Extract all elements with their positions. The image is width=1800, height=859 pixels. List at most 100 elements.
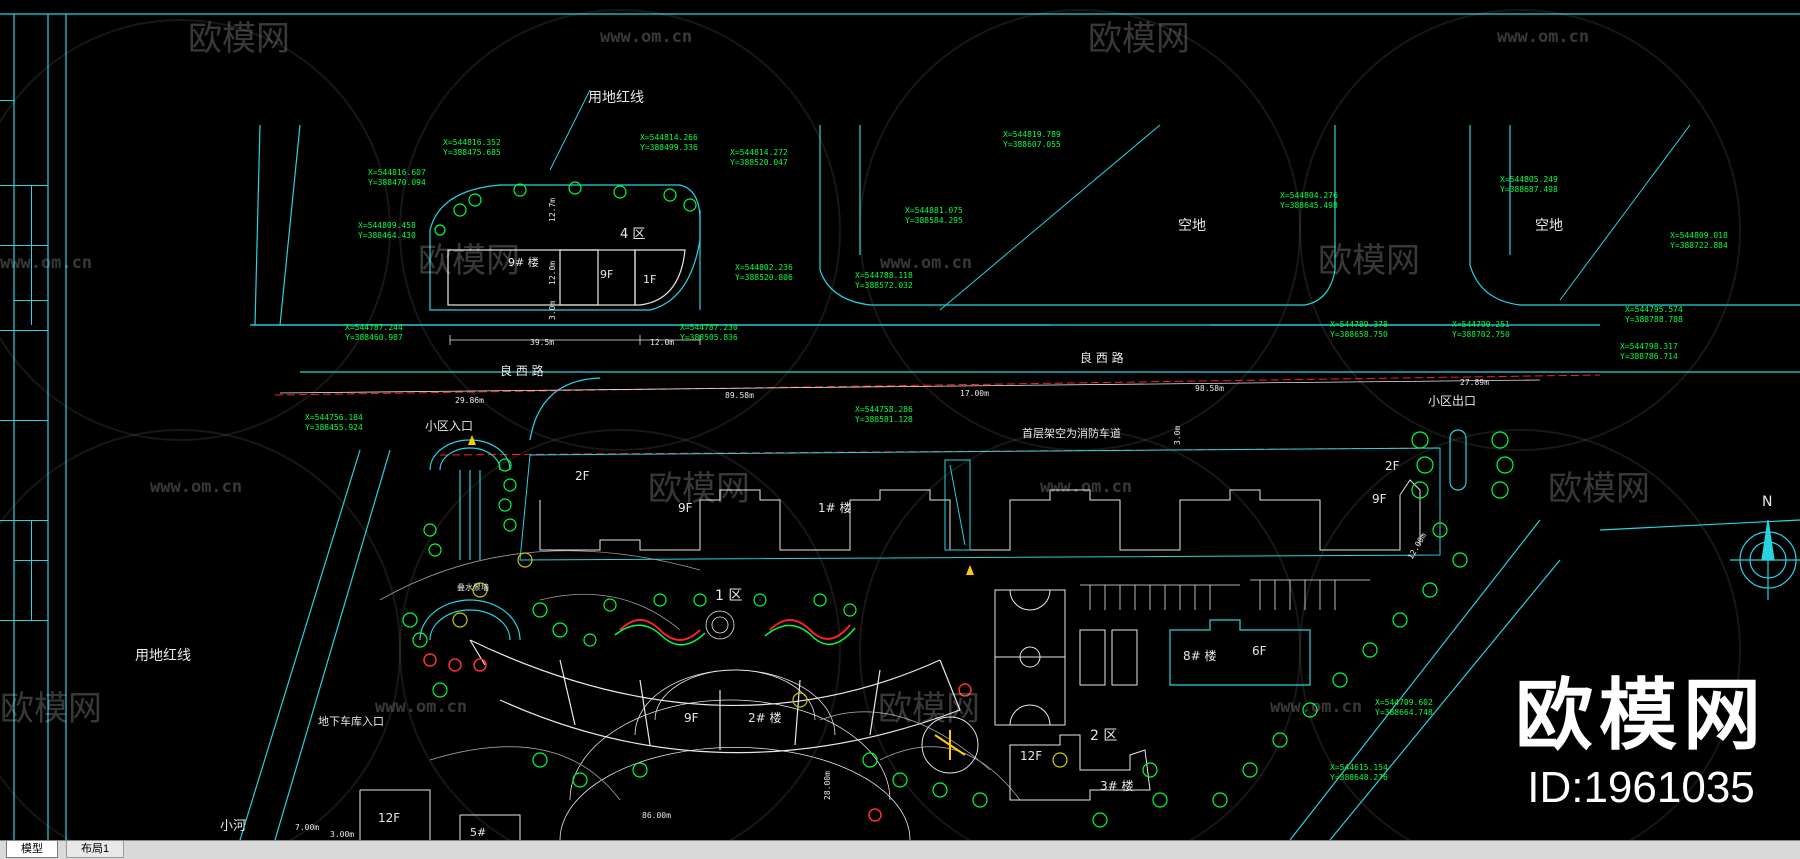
landscape-paths (379, 550, 1021, 801)
coord-label: X=544788.118 (855, 271, 913, 280)
floor-label: 12F (1020, 749, 1042, 763)
building-label: 5# (470, 826, 486, 839)
coord-label: X=544615.154 (1330, 763, 1388, 772)
coord-label: Y=388702.750 (1452, 330, 1510, 339)
label-red-line-top: 用地红线 (588, 90, 644, 106)
watermark-url: www.om.cn (880, 253, 972, 273)
label-zone-2: 2 区 (1090, 728, 1117, 744)
floor-label: 6F (1252, 644, 1267, 658)
coord-label: X=544709.602 (1375, 698, 1433, 707)
coord-label: Y=388607.055 (1003, 140, 1061, 149)
dimension-label: 12.7m (548, 198, 557, 222)
label-garage-entrance: 地下车库入口 (318, 714, 384, 728)
floor-label: 9F (600, 268, 613, 281)
label-entrance: 小区入口 (425, 419, 473, 433)
playground (921, 716, 979, 774)
label-zone-4: 4 区 (620, 227, 645, 242)
north-arrow-icon (1730, 519, 1800, 600)
dimension-label: 29.86m (455, 396, 484, 405)
coord-label: Y=388687.498 (1500, 185, 1558, 194)
watermark-logo-text: 欧模网 (878, 689, 980, 729)
parking-slots (1080, 579, 1370, 610)
dimension-label: 86.00m (642, 811, 671, 820)
watermark-logo-text: 欧模网 (1548, 469, 1650, 509)
coord-label: X=544787.230 (680, 323, 738, 332)
floor-label: 2F (575, 469, 590, 483)
floor-label: 1F (643, 273, 656, 286)
coord-label: X=544798.317 (1620, 342, 1678, 351)
coord-label: X=544758.286 (855, 405, 913, 414)
leader-lines (549, 89, 1691, 311)
coord-label: Y=388464.430 (358, 231, 416, 240)
watermark-logo-text: 欧模网 (418, 241, 520, 281)
dimension-label: 28.00m (823, 771, 832, 800)
coord-label: X=544787.244 (345, 323, 403, 332)
watermark-url: www.om.cn (1497, 27, 1589, 47)
watermark-url: www.om.cn (150, 477, 242, 497)
label-red-line-left: 用地红线 (135, 648, 191, 664)
roads (239, 124, 1800, 840)
building-label: 1# 楼 (818, 500, 852, 515)
coord-label: Y=388645.498 (1280, 201, 1338, 210)
watermark-logo-text: 欧模网 (0, 689, 102, 729)
tab-layout1[interactable]: 布局1 (66, 841, 125, 858)
watermark-logo-text: 欧模网 (1088, 19, 1190, 59)
building-label: 9# 楼 (508, 255, 539, 269)
serpentine-beds (619, 619, 851, 641)
building-5 (359, 789, 521, 840)
dimension-label: 3.0m (1173, 426, 1182, 445)
coord-label: Y=388520.047 (730, 158, 788, 167)
label-empty-land-1: 空地 (1178, 218, 1206, 234)
trees-red (423, 653, 972, 822)
central-plaza-arcs (559, 610, 911, 840)
dimension-label: 7.00m (295, 823, 319, 832)
coord-label: Y=388470.094 (368, 178, 426, 187)
coord-label: Y=388584.295 (905, 216, 963, 225)
coord-label: Y=388572.032 (855, 281, 913, 290)
coord-label: Y=388664.748 (1375, 708, 1433, 717)
building-label: 2# 楼 (748, 710, 782, 725)
floor-label: 2F (1385, 459, 1400, 473)
building-8 (1169, 619, 1311, 686)
watermark-logos: 欧模网 欧模网 欧模网 欧模网 欧模网 欧模网 欧模网 欧模网 www.om.c… (0, 19, 1650, 729)
coord-label: X=544804.276 (1280, 191, 1338, 200)
exit-island (1449, 429, 1467, 491)
floor-label: 9F (1372, 492, 1387, 506)
coord-label: X=544881.075 (905, 206, 963, 215)
tab-model[interactable]: 模型 (6, 841, 58, 858)
coord-label: Y=388499.336 (640, 143, 698, 152)
coord-label: Y=388786.714 (1620, 352, 1678, 361)
coord-label: Y=388722.884 (1670, 241, 1728, 250)
label-road-main: 良 西 路 (1080, 350, 1124, 365)
coord-label: X=544814.266 (640, 133, 698, 142)
watermark-url: www.om.cn (1270, 697, 1362, 717)
dimension-label: 3.00m (330, 830, 354, 839)
coord-label: X=544802.236 (735, 263, 793, 272)
dimension-label: 17.00m (960, 389, 989, 398)
trees (402, 181, 1514, 828)
floor-label: 12F (378, 811, 400, 825)
coord-label: X=544814.272 (730, 148, 788, 157)
entrance-arrows (468, 435, 974, 575)
watermark-url: www.om.cn (375, 697, 467, 717)
building-row-1 (539, 459, 1421, 551)
dimension-label: 12.00m (1406, 531, 1428, 561)
label-river: 小河 (220, 819, 246, 834)
watermark-circles (0, 9, 1741, 840)
cad-drawing-canvas[interactable]: 用地红线 用地红线 空地 空地 良 西 路 良 西 路 4 区 1 区 2 区 … (0, 0, 1800, 840)
entrance-fan (419, 439, 521, 641)
coord-label: X=544789.378 (1330, 320, 1388, 329)
coord-label: X=544756.184 (305, 413, 363, 422)
brand-watermark: 欧模网 ID:1961035 (1515, 672, 1767, 816)
site-plan-drawing: 用地红线 用地红线 空地 空地 良 西 路 良 西 路 4 区 1 区 2 区 … (0, 9, 1800, 840)
dimension-label: 12.0m (548, 261, 557, 285)
coord-label: Y=388520.806 (735, 273, 793, 282)
brand-id: ID:1961035 (1527, 763, 1755, 812)
coord-label: X=544809.458 (358, 221, 416, 230)
coord-label: Y=388788.788 (1625, 315, 1683, 324)
dimension-label: 39.5m (530, 338, 554, 347)
coord-label: X=544819.789 (1003, 130, 1061, 139)
trees-yellow (452, 552, 1068, 768)
coord-label: X=544816.607 (368, 168, 426, 177)
top-block-site (429, 184, 701, 311)
